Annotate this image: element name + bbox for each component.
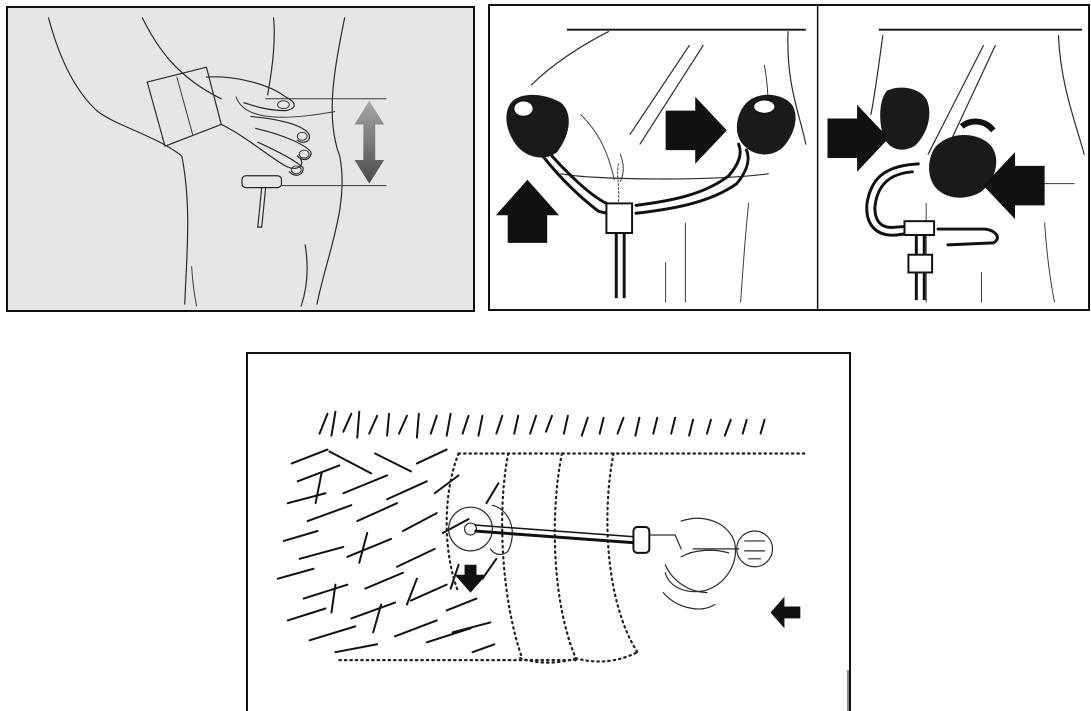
arrow-icon [827,104,1045,220]
torso-outline-left [47,17,189,305]
handle-grip-panel [488,4,1090,311]
mowing-direction-illustration [276,410,849,711]
gloved-hand-icon [506,94,796,158]
grass-icon [276,410,766,654]
double-arrow-icon [354,100,385,184]
arm-outline-upper [141,17,222,100]
arrow-icon [495,96,727,243]
handle-grip-right [827,28,1085,303]
sleeve-edge [176,76,194,135]
torso-outline-right [316,17,346,305]
sleeve-cuff [146,66,222,147]
hand-icon [205,76,312,176]
bike-handle-icon [865,162,999,301]
gloved-hand-icon [880,87,997,198]
hip-line [300,244,308,307]
arm-outline-side [267,17,275,96]
trimmer-head [448,504,638,556]
mowing-direction-panel [246,352,851,711]
hip-height-panel [6,6,475,312]
hip-height-illustration [47,17,387,307]
arrow-icon [454,564,801,629]
fold-line [191,266,198,307]
hip-hook-icon [241,175,283,228]
handle-grip-illustration [495,6,1085,309]
operator-icon [632,517,774,610]
fold-line-2 [235,96,336,118]
handle-grip-left [495,28,807,303]
cut-area-outline [338,452,806,664]
